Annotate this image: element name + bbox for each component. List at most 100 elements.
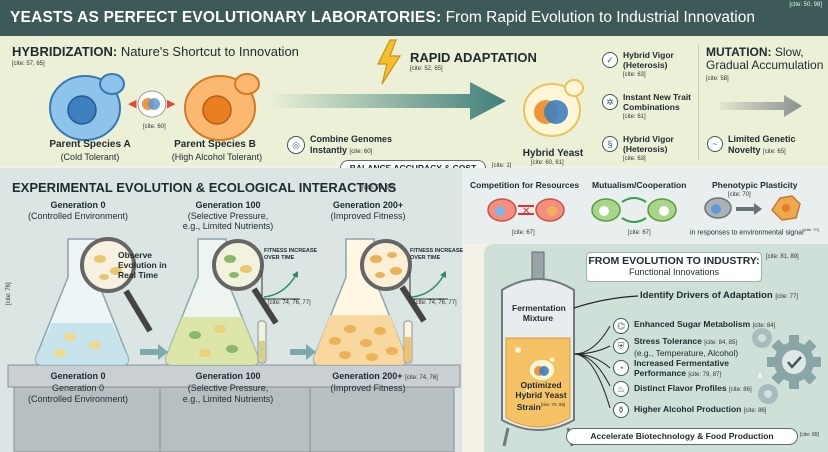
gen100-title: Generation 100: [195, 200, 261, 210]
combine-icon: ◎: [287, 136, 305, 154]
fitness-graph-1: [261, 271, 300, 300]
combine-text: Combine Genomes Instantly [cite: 60]: [310, 134, 393, 155]
mutation-novelty: Limited Genetic Novelty [cite: 65]: [728, 134, 796, 155]
gen100-sub: (Selective Pressure,e.g., Limited Nutrie…: [182, 211, 274, 231]
rapid-cite: [cite: 52, 65]: [410, 66, 443, 72]
bottom-gen100-sub: (Selective Pressure,e.g., Limited Nutrie…: [182, 383, 274, 404]
parent-species-b-cell: [184, 73, 260, 141]
identify-drivers: Identify Drivers of Adaptation [cite: 77…: [640, 290, 798, 301]
hybrid-yeast-name: Hybrid Yeast: [522, 148, 584, 159]
gear-icon: ✲: [602, 94, 618, 110]
mutation-cite: [cite: 58]: [706, 76, 729, 82]
plasticity-cells: [704, 195, 801, 221]
eco-mutualism-title: Mutualism/Cooperation: [592, 180, 687, 190]
hybridization-middle-cite: [cite: 60]: [143, 124, 166, 130]
bottom-gen200-sub: (Improved Fitness): [330, 383, 406, 393]
ecology-illustrations: ✕: [487, 195, 801, 223]
bottom-gen0-title: Generation 0: [50, 371, 106, 381]
flask-gen100: [164, 238, 260, 366]
eco-competition-title: Competition for Resources: [470, 180, 580, 190]
eco-competition-cite: [cite: 67]: [512, 230, 535, 236]
hybrid-yeast-cell: [523, 79, 584, 137]
innovation-connectors: [574, 295, 639, 409]
industry-title-box: FROM EVOLUTION TO INDUSTRY: Functional I…: [586, 252, 762, 282]
parent-species-a-cell: [49, 73, 125, 141]
mutualism-cells: [591, 197, 677, 223]
lab-bench-scene: [7, 237, 461, 452]
svg-text:✕: ✕: [522, 206, 530, 217]
rapid-title: RAPID ADAPTATION: [410, 50, 537, 65]
benefit-item: Hybrid Vigor (Heterosis) [cite: 63]: [623, 134, 674, 162]
mutation-dna-icon: ~: [707, 136, 723, 152]
industry-cite: [cite: 81, 89]: [766, 254, 799, 260]
experimental-cite: [cite: 71, 90]: [362, 185, 395, 191]
sugar-icon: ⌬: [613, 318, 629, 334]
species-a-sub: (Cold Tolerant): [60, 152, 120, 162]
lightning-icon: [377, 39, 402, 85]
bottle-icon: ⚱: [613, 402, 629, 418]
gauge-icon: ◔: [613, 360, 629, 376]
accelerate-cite: [cite: 89]: [800, 432, 819, 438]
industry-subtitle: Functional Innovations: [628, 267, 720, 277]
top-section: HYBRIDIZATION: Nature's Shortcut to Inno…: [0, 36, 828, 166]
header-banner: YEASTS AS PERFECT EVOLUTIONARY LABORATOR…: [0, 0, 828, 36]
gen200-sub: (Improved Fitness): [330, 211, 406, 221]
gen200-title: Generation 200+: [332, 200, 404, 210]
species-b-sub: (High Alcohol Tolerant): [171, 152, 263, 162]
flask-gen0: [34, 238, 130, 366]
innovation-item: Stress Tolerance [cite: 84, 85] (e.g., T…: [634, 336, 739, 358]
fermentation-tank: [501, 251, 575, 447]
divider: [698, 44, 699, 159]
svg-text:▶: ▶: [167, 98, 176, 110]
hybridization-cells: ◀ ▶: [49, 73, 260, 141]
flavor-icon: ♨: [613, 381, 629, 397]
eco-plasticity-cite: [cite: 70]: [728, 192, 751, 198]
species-a-name: Parent Species A: [49, 139, 131, 150]
hybridization-cite: [cite: 57, 65]: [12, 61, 45, 67]
eco-mutualism-cite: [cite: 67]: [628, 230, 651, 236]
benefit-item: Hybrid Vigor (Heterosis) [cite: 63]: [623, 50, 674, 78]
gen0-sub: (Controlled Environment): [27, 211, 129, 221]
balance-cite: [cite: 1]: [492, 163, 512, 169]
magnifier-gen200: [360, 239, 427, 323]
fitness-cite-1: [cite: 74, 76, 77]: [268, 300, 311, 306]
eco-plasticity-title: Phenotypic Plasticity: [712, 180, 798, 190]
innovation-item: Increased Fermentative Performance [cite…: [634, 358, 729, 378]
hybridization-title: HYBRIDIZATION: Nature's Shortcut to Inno…: [12, 44, 299, 59]
hybrid-preview-cell: [137, 90, 167, 118]
magnifier-gen0: [80, 237, 153, 333]
gen0-title: Generation 0: [50, 200, 106, 210]
magnifier-gen100: [212, 239, 279, 325]
benefit-item: Instant New Trait Combinations [cite: 61…: [623, 92, 692, 120]
innovation-item: Enhanced Sugar Metabolism [cite: 84]: [634, 319, 776, 329]
fitness-graph-2: [409, 271, 448, 300]
species-b-name: Parent Species B: [174, 139, 256, 150]
plasticity-caption: in responses to environmental signal[cit…: [690, 227, 819, 237]
bottom-gen0-sub: Generation 0(Controlled Environment): [27, 383, 129, 404]
bottom-gen200-title: Generation 200+ [cite: 74, 76]: [332, 371, 438, 381]
fitness-cite-2: [cite: 74, 76, 77]: [414, 300, 457, 306]
accelerate-pill: Accelerate Biotechnology & Food Producti…: [566, 428, 798, 445]
mutation-arrow: [720, 95, 802, 117]
page-title: YEASTS AS PERFECT EVOLUTIONARY LABORATOR…: [10, 9, 755, 26]
competition-cells: ✕: [487, 198, 565, 222]
experimental-title: EXPERIMENTAL EVOLUTION & ECOLOGICAL INTE…: [12, 180, 397, 195]
bottom-gen100-title: Generation 100: [195, 371, 261, 381]
hybridization-arrow: [270, 82, 506, 120]
industry-title: FROM EVOLUTION TO INDUSTRY:: [588, 255, 760, 267]
mutation-title: MUTATION: Slow, Gradual Accumulation: [706, 45, 824, 72]
shield-icon: ⛨: [613, 338, 629, 354]
header-cite: [cite: 50, 98]: [789, 2, 822, 8]
svg-text:◀: ◀: [128, 98, 137, 110]
gears-icon: [752, 328, 821, 404]
dna-icon: §: [602, 136, 618, 152]
innovation-item: Distinct Flavor Profiles [cite: 86]: [634, 383, 752, 393]
innovation-item: Higher Alcohol Production [cite: 86]: [634, 404, 767, 414]
hybrid-yeast-cite: [cite: 60, 61]: [531, 160, 564, 166]
check-icon: ✓: [602, 52, 618, 68]
